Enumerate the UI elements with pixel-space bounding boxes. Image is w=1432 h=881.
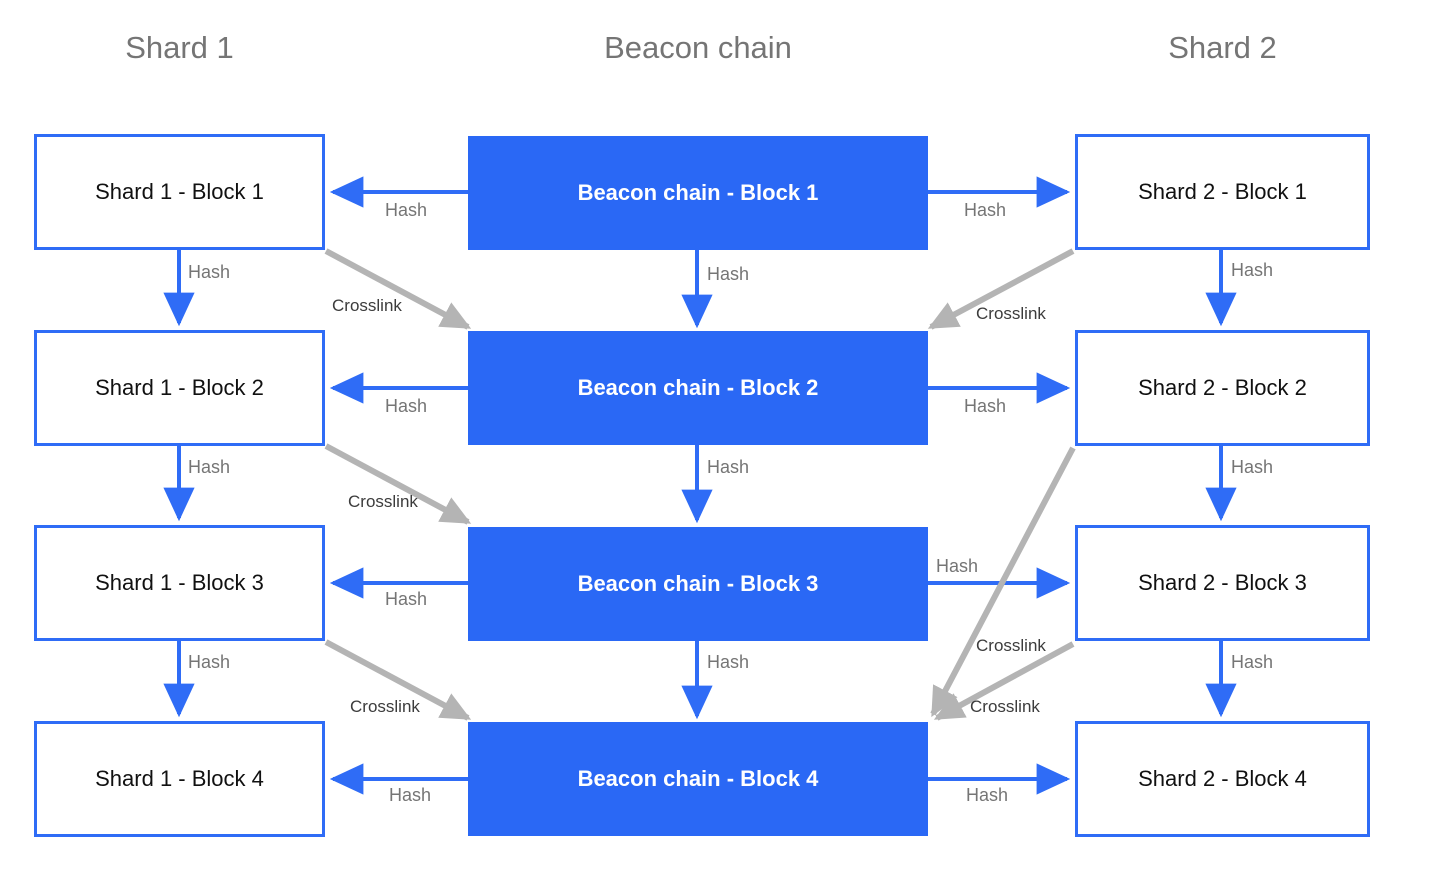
hash-label-shard2-block1-to-block2: Hash [1231,260,1274,280]
node-shard1-block3[interactable]: Shard 1 - Block 3 [34,525,325,641]
hash-arrows-beacon-to-shard2 [928,176,1071,795]
hash-label-shard2-block3-to-block4: Hash [1231,652,1274,672]
crosslink-label-shard2-block3-to-beacon-block4: Crosslink [976,636,1046,655]
node-beacon-block3[interactable]: Beacon chain - Block 3 [468,527,928,641]
node-beacon-block2[interactable]: Beacon chain - Block 2 [468,331,928,445]
hash-label-beacon1-to-shard1-block1: Hash [385,200,428,220]
hash-label-shard2-block2-to-block3: Hash [1231,457,1274,477]
crosslink-label-shard2-block2-to-beacon-block4: Crosslink [970,697,1040,716]
hash-label-beacon2-to-shard2-block2: Hash [964,396,1007,416]
column-title-beacon-chain: Beacon chain [604,30,792,65]
crosslink-label-shard1-block3-to-beacon-block4: Crosslink [350,697,420,716]
node-shard2-block3[interactable]: Shard 2 - Block 3 [1075,525,1370,641]
hash-label-beacon3-to-shard2-block3: Hash [936,556,979,576]
hash-label-shard1-block2-to-block3: Hash [188,457,231,477]
node-shard2-block1[interactable]: Shard 2 - Block 1 [1075,134,1370,250]
hash-label-beacon-block2-to-block3: Hash [707,457,750,477]
crosslink-arrows-shard1-to-beacon [324,248,472,721]
column-title-shard-1: Shard 1 [125,30,234,65]
node-beacon-block4[interactable]: Beacon chain - Block 4 [468,722,928,836]
hash-label-beacon4-to-shard1-block4: Hash [389,785,432,805]
hash-label-shard1-block1-to-block2: Hash [188,262,231,282]
hash-label-beacon-block3-to-block4: Hash [707,652,750,672]
hash-label-beacon-block1-to-block2: Hash [707,264,750,284]
node-shard1-block2[interactable]: Shard 1 - Block 2 [34,330,325,446]
crosslink-label-shard2-block1-to-beacon-block2: Crosslink [976,304,1046,323]
hash-arrows-beacon-to-shard1 [329,176,468,795]
hash-label-beacon2-to-shard1-block2: Hash [385,396,428,416]
node-shard2-block2[interactable]: Shard 2 - Block 2 [1075,330,1370,446]
hash-label-shard1-block3-to-block4: Hash [188,652,231,672]
hash-label-beacon4-to-shard2-block4: Hash [966,785,1009,805]
hash-label-beacon1-to-shard2-block1: Hash [964,200,1007,220]
node-shard1-block4[interactable]: Shard 1 - Block 4 [34,721,325,837]
hash-label-beacon3-to-shard1-block3: Hash [385,589,428,609]
node-shard1-block1[interactable]: Shard 1 - Block 1 [34,134,325,250]
crosslink-label-shard1-block2-to-beacon-block3: Crosslink [348,492,418,511]
column-title-shard-2: Shard 2 [1168,30,1277,65]
node-beacon-block1[interactable]: Beacon chain - Block 1 [468,136,928,250]
crosslink-label-shard1-block1-to-beacon-block2: Crosslink [332,296,402,315]
node-shard2-block4[interactable]: Shard 2 - Block 4 [1075,721,1370,837]
